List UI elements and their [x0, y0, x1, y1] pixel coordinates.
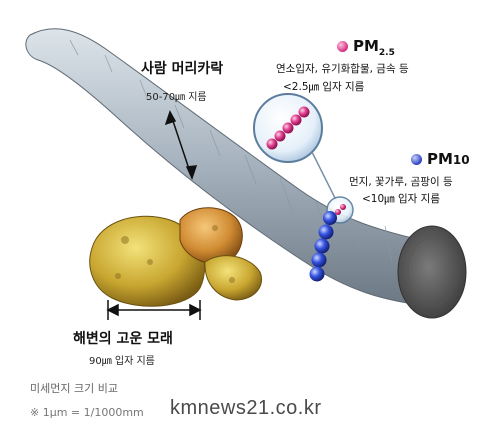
figure-caption: 미세먼지 크기 비교 — [30, 382, 118, 395]
sand-size: 90㎛ 입자 지름 — [89, 356, 155, 367]
sand-diameter-arrow — [106, 300, 202, 320]
pm10-dot-icon — [411, 154, 422, 165]
hair-diameter-arrow — [164, 110, 198, 181]
pm10-size: <10㎛ 입자 지름 — [362, 193, 440, 205]
pm25-description: 연소입자, 유기화합물, 금속 등 — [276, 63, 409, 75]
pm25-size: <2.5㎛ 입자 지름 — [283, 81, 365, 93]
pm25-label: PM2.5 — [337, 37, 395, 58]
hair-title: 사람 머리카락 — [141, 61, 224, 77]
pm25-magnifier — [253, 93, 337, 201]
pm25-dot-icon — [337, 41, 348, 52]
watermark: kmnews21.co.kr — [170, 397, 322, 419]
pm10-label: PM10 — [411, 150, 470, 168]
hair-size: 50-70㎛ 지름 — [146, 92, 207, 103]
unit-note: ※ 1μm = 1/1000mm — [30, 406, 144, 419]
sand-title: 해변의 고운 모래 — [73, 331, 173, 347]
pm10-description: 먼지, 꽃가루, 곰팡이 등 — [349, 176, 453, 188]
sand-grains — [89, 207, 262, 307]
pm10-particles — [309, 211, 337, 282]
hair-cross-section — [397, 225, 467, 319]
